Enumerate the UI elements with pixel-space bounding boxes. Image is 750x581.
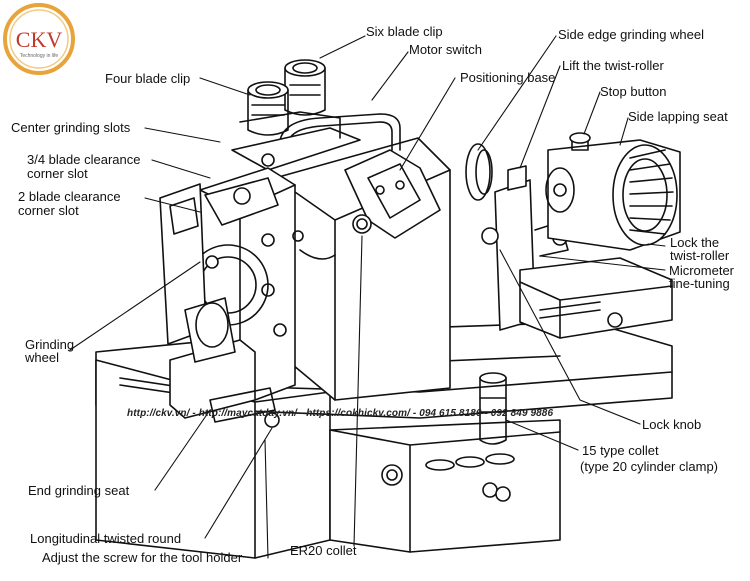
label-positioning-base: Positioning base [460,70,556,85]
label-blade-34-clearance: 3/4 blade clearance [27,152,141,167]
collet-15 [479,372,507,445]
leader-lines [69,35,666,559]
clearance-slots [204,153,279,226]
label-adjust-screw: Adjust the screw for the tool holder [42,550,243,565]
label-side-edge-grinding-wheel: Side edge grinding wheel [558,27,704,42]
label-lock-twist-roller-line2: twist-roller [670,248,730,263]
label-lock-twist-roller: Lock the [670,235,720,250]
label-blade-2-clearance: 2 blade clearance [18,189,121,204]
label-center-grinding-slots: Center grinding slots [11,120,131,135]
logo-text: CKV [16,27,63,52]
label-stop-button: Stop button [600,84,667,99]
watermark-text: http://ckv.vn/ - http://maycatday.vn/ - … [127,408,554,419]
label-side-lapping-seat: Side lapping seat [628,109,728,124]
label-longitudinal-twisted-round: Longitudinal twisted round [30,531,182,546]
label-collet-15: 15 type collet [582,443,659,458]
end-grinding-seat [169,297,280,428]
side-lapping-seat [545,139,681,251]
label-four-blade-clip: Four blade clip [105,71,191,86]
label-micrometer: Micrometer [669,263,735,278]
label-collet-15-line2: (type 20 cylinder clamp) [580,459,718,474]
stop-button [569,132,591,151]
right-slide-table [519,257,673,339]
ckv-logo: CKV Technology in life [2,2,76,76]
label-er20-collet: ER20 collet [290,543,357,558]
label-end-grinding-seat: End grinding seat [28,483,130,498]
label-grinding-wheel: Grinding [25,337,75,352]
drawer [329,419,561,553]
label-lock-knob: Lock knob [642,417,702,432]
label-six-blade-clip: Six blade clip [366,24,443,39]
label-blade-34-clearance-line2: corner slot [27,166,88,181]
label-blade-2-clearance-line2: corner slot [18,203,79,218]
side-grinding-wheel [465,143,493,201]
label-motor-switch: Motor switch [409,42,482,57]
label-lift-twist-roller: Lift the twist-roller [562,58,664,73]
four-blade-clip [247,81,289,136]
six-blade-clip [284,59,326,116]
label-grinding-wheel-line2: wheel [25,350,59,365]
label-micrometer-line2: fine-tuning [669,276,730,291]
logo-tagline: Technology in life [20,53,59,59]
positioning-block [344,149,441,239]
